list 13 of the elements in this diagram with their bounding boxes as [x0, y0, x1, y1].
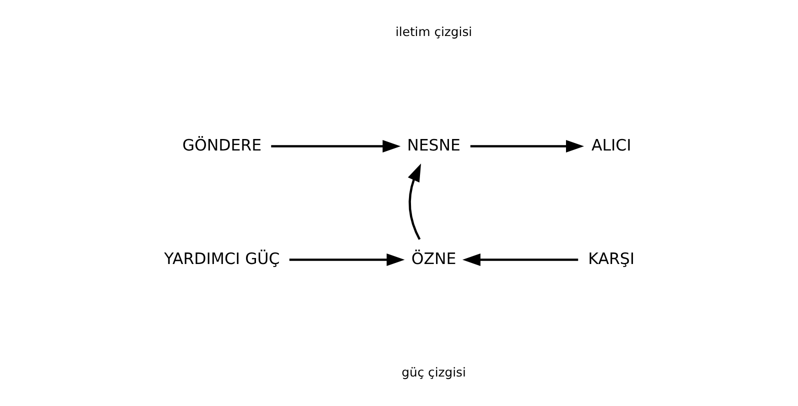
node-text: KARŞI [588, 248, 634, 268]
node-text: YARDIMCI GÜÇ [164, 248, 280, 268]
node-text: NESNE [406, 135, 460, 154]
node-text: ÖZNE [410, 248, 456, 268]
label: güç çizgisi [401, 365, 466, 380]
arrow [470, 140, 584, 153]
node-text: ALICI [590, 135, 631, 154]
arrow [407, 164, 421, 240]
label: iletim çizgisi [394, 24, 472, 39]
arrow [270, 140, 400, 153]
arrow [288, 253, 404, 266]
arrow [462, 253, 578, 266]
node-text: GÖNDERE [182, 135, 262, 154]
